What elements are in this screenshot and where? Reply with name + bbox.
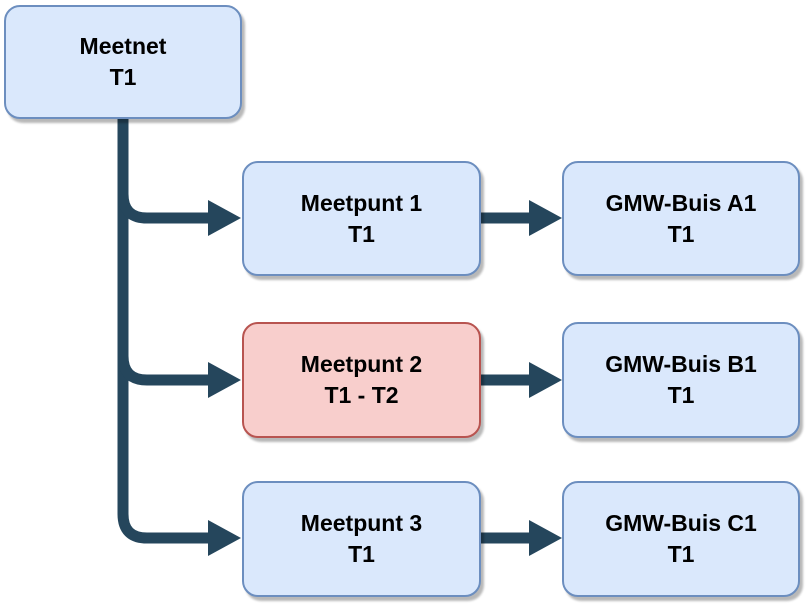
arrowhead-meetpunt1 xyxy=(208,200,241,236)
node-gmw-buis-b1-title: GMW-Buis B1 xyxy=(605,351,757,377)
node-gmw-buis-b1: GMW-Buis B1 T1 xyxy=(562,322,800,438)
arrowhead-gmwa1 xyxy=(529,200,562,236)
arrowhead-gmwb1 xyxy=(529,362,562,398)
node-meetpunt2-title: Meetpunt 2 xyxy=(300,351,423,377)
node-gmw-buis-c1-subtitle: T1 xyxy=(667,541,695,567)
node-meetpunt1-subtitle: T1 xyxy=(348,220,375,247)
node-meetpunt2-subtitle: T1 - T2 xyxy=(324,382,399,408)
node-meetpunt1: Meetpunt 1 T1 xyxy=(242,161,481,276)
edge-meetnet-meetpunt1 xyxy=(117,170,209,224)
node-meetpunt1-title: Meetpunt 1 xyxy=(300,189,423,216)
edge-meetnet-meetpunt3 xyxy=(117,118,209,544)
node-meetpunt3: Meetpunt 3 T1 xyxy=(242,481,481,597)
arrowhead-meetpunt2 xyxy=(208,362,241,398)
node-gmw-buis-b1-subtitle: T1 xyxy=(667,382,695,408)
node-gmw-buis-a1-title: GMW-Buis A1 xyxy=(605,189,757,216)
edge-meetnet-meetpunt2 xyxy=(117,332,209,386)
arrowhead-gmwc1 xyxy=(529,520,562,556)
node-meetnet-title: Meetnet xyxy=(79,33,167,59)
node-meetnet: Meetnet T1 xyxy=(4,5,242,119)
node-gmw-buis-c1-title: GMW-Buis C1 xyxy=(605,510,757,536)
node-meetpunt3-subtitle: T1 xyxy=(348,541,375,567)
node-meetpunt3-title: Meetpunt 3 xyxy=(300,510,423,536)
node-meetnet-subtitle: T1 xyxy=(109,64,137,90)
arrowhead-meetpunt3 xyxy=(208,520,241,556)
node-gmw-buis-a1-subtitle: T1 xyxy=(667,220,695,247)
node-gmw-buis-a1: GMW-Buis A1 T1 xyxy=(562,161,800,276)
node-meetpunt2: Meetpunt 2 T1 - T2 xyxy=(242,322,481,438)
node-gmw-buis-c1: GMW-Buis C1 T1 xyxy=(562,481,800,597)
